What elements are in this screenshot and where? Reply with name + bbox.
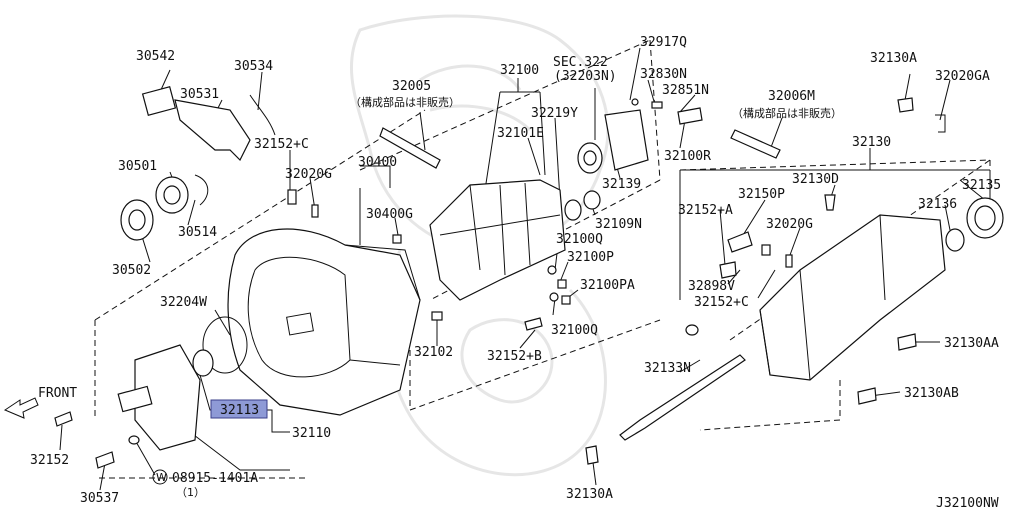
- part-drawings: [54, 86, 1004, 469]
- part-32204w-shape: [202, 316, 248, 374]
- part-32110-shape: [134, 344, 201, 451]
- part-32102-shape: [431, 311, 443, 321]
- part-30542-shape: [141, 86, 177, 116]
- label-32020ga[interactable]: 32020GA: [935, 69, 990, 84]
- part-32136-shape: [945, 228, 965, 252]
- part-30534-shape: [249, 94, 276, 136]
- label-32152c-top[interactable]: 32152+C: [254, 137, 309, 152]
- label-32100q-top[interactable]: 32100Q: [556, 232, 603, 247]
- part-32152b-shape: [524, 317, 543, 331]
- part-32100r-shape: [677, 107, 703, 125]
- label-32006m-note: （構成部品は非販売）: [732, 106, 842, 120]
- label-32133n[interactable]: 32133N: [644, 361, 691, 376]
- front-arrow-label: FRONT: [38, 386, 77, 401]
- label-32219y[interactable]: 32219Y: [531, 106, 578, 121]
- label-32204w[interactable]: 32204W: [160, 295, 207, 310]
- label-30400[interactable]: 30400: [358, 155, 397, 170]
- part-32113-highlight[interactable]: [210, 399, 268, 419]
- label-30537[interactable]: 30537: [80, 491, 119, 506]
- label-30400g[interactable]: 30400G: [366, 207, 413, 222]
- label-32135[interactable]: 32135: [962, 178, 1001, 193]
- label-08915-qty: （1）: [176, 486, 205, 499]
- part-32130ab-shape: [857, 387, 877, 405]
- label-32006m[interactable]: 32006M: [768, 89, 815, 104]
- part-labels: 30542 30534 30531 32152+C 30501 32020G 3…: [30, 35, 1001, 510]
- washer-symbol: [152, 469, 168, 485]
- label-32110[interactable]: 32110: [292, 426, 331, 441]
- part-32133n-shape: [619, 354, 746, 441]
- leader-lines: [59, 47, 991, 491]
- label-32152c-bot[interactable]: 32152+C: [694, 295, 749, 310]
- part-32130aa-shape: [897, 333, 917, 351]
- label-32005[interactable]: 32005: [392, 79, 431, 94]
- label-32005-note: （構成部品は非販売）: [350, 95, 460, 109]
- label-32130a-bottom[interactable]: 32130A: [566, 487, 613, 502]
- part-30514-shape: [194, 174, 209, 206]
- label-32830n[interactable]: 32830N: [640, 67, 687, 82]
- label-32113[interactable]: 32113: [220, 403, 259, 418]
- label-30514[interactable]: 30514: [178, 225, 217, 240]
- part-32113-shape: [192, 349, 214, 377]
- label-32130[interactable]: 32130: [852, 135, 891, 150]
- label-32020g-left[interactable]: 32020G: [285, 167, 332, 182]
- part-32100-case-shape: [429, 179, 566, 301]
- label-32100pa[interactable]: 32100PA: [580, 278, 635, 293]
- label-32152[interactable]: 32152: [30, 453, 69, 468]
- label-32130ab[interactable]: 32130AB: [904, 386, 959, 401]
- part-32005-shape: [379, 127, 441, 169]
- part-32130a-bottom-shape: [585, 445, 599, 465]
- label-32898v[interactable]: 32898V: [688, 279, 735, 294]
- diagram-id: J32100NW: [936, 496, 999, 510]
- label-30542[interactable]: 30542: [136, 49, 175, 64]
- label-32101e[interactable]: 32101E: [497, 126, 544, 141]
- label-32851n[interactable]: 32851N: [662, 83, 709, 98]
- part-sec322-shape: [604, 109, 649, 171]
- label-32130a-top[interactable]: 32130A: [870, 51, 917, 66]
- label-32100q-bot[interactable]: 32100Q: [551, 323, 598, 338]
- label-32100[interactable]: 32100: [500, 63, 539, 78]
- part-32109n-shape: [583, 190, 601, 210]
- part-32130-extension-shape: [759, 214, 946, 381]
- label-08915-w: W: [156, 471, 167, 484]
- label-08915[interactable]: 08915-1401A: [172, 471, 258, 486]
- label-32152b[interactable]: 32152+B: [487, 349, 542, 364]
- label-32102[interactable]: 32102: [414, 345, 453, 360]
- front-arrow: FRONT: [3, 386, 77, 419]
- label-32917q[interactable]: 32917Q: [640, 35, 687, 50]
- label-30501[interactable]: 30501: [118, 159, 157, 174]
- label-32020g-right[interactable]: 32020G: [766, 217, 813, 232]
- label-32152a[interactable]: 32152+A: [678, 203, 733, 218]
- part-30400-housing-shape: [227, 228, 421, 416]
- part-32152-shape: [54, 411, 73, 427]
- part-32150p-shape: [727, 231, 753, 253]
- part-32006m-shape: [730, 129, 781, 159]
- label-32109n[interactable]: 32109N: [595, 217, 642, 232]
- part-32020g-left-shape: [287, 189, 297, 205]
- label-30534[interactable]: 30534: [234, 59, 273, 74]
- label-30502[interactable]: 30502: [112, 263, 151, 278]
- label-32100r[interactable]: 32100R: [664, 149, 711, 164]
- label-32139[interactable]: 32139: [602, 177, 641, 192]
- part-32130a-top-shape: [897, 97, 914, 113]
- label-sec322[interactable]: SEC.322: [553, 55, 608, 70]
- label-32130d[interactable]: 32130D: [792, 172, 839, 187]
- part-08915-shape: [128, 435, 140, 445]
- part-30531-shape: [174, 99, 251, 162]
- label-sec322-sub: (32203N): [554, 69, 617, 84]
- part-32020ga-shape: [935, 114, 946, 133]
- label-32100p[interactable]: 32100P: [567, 250, 614, 265]
- label-32136[interactable]: 32136: [918, 197, 957, 212]
- part-30537-shape: [95, 451, 115, 469]
- label-32130aa[interactable]: 32130AA: [944, 336, 999, 351]
- label-32150p[interactable]: 32150P: [738, 187, 785, 202]
- label-30531[interactable]: 30531: [180, 87, 219, 102]
